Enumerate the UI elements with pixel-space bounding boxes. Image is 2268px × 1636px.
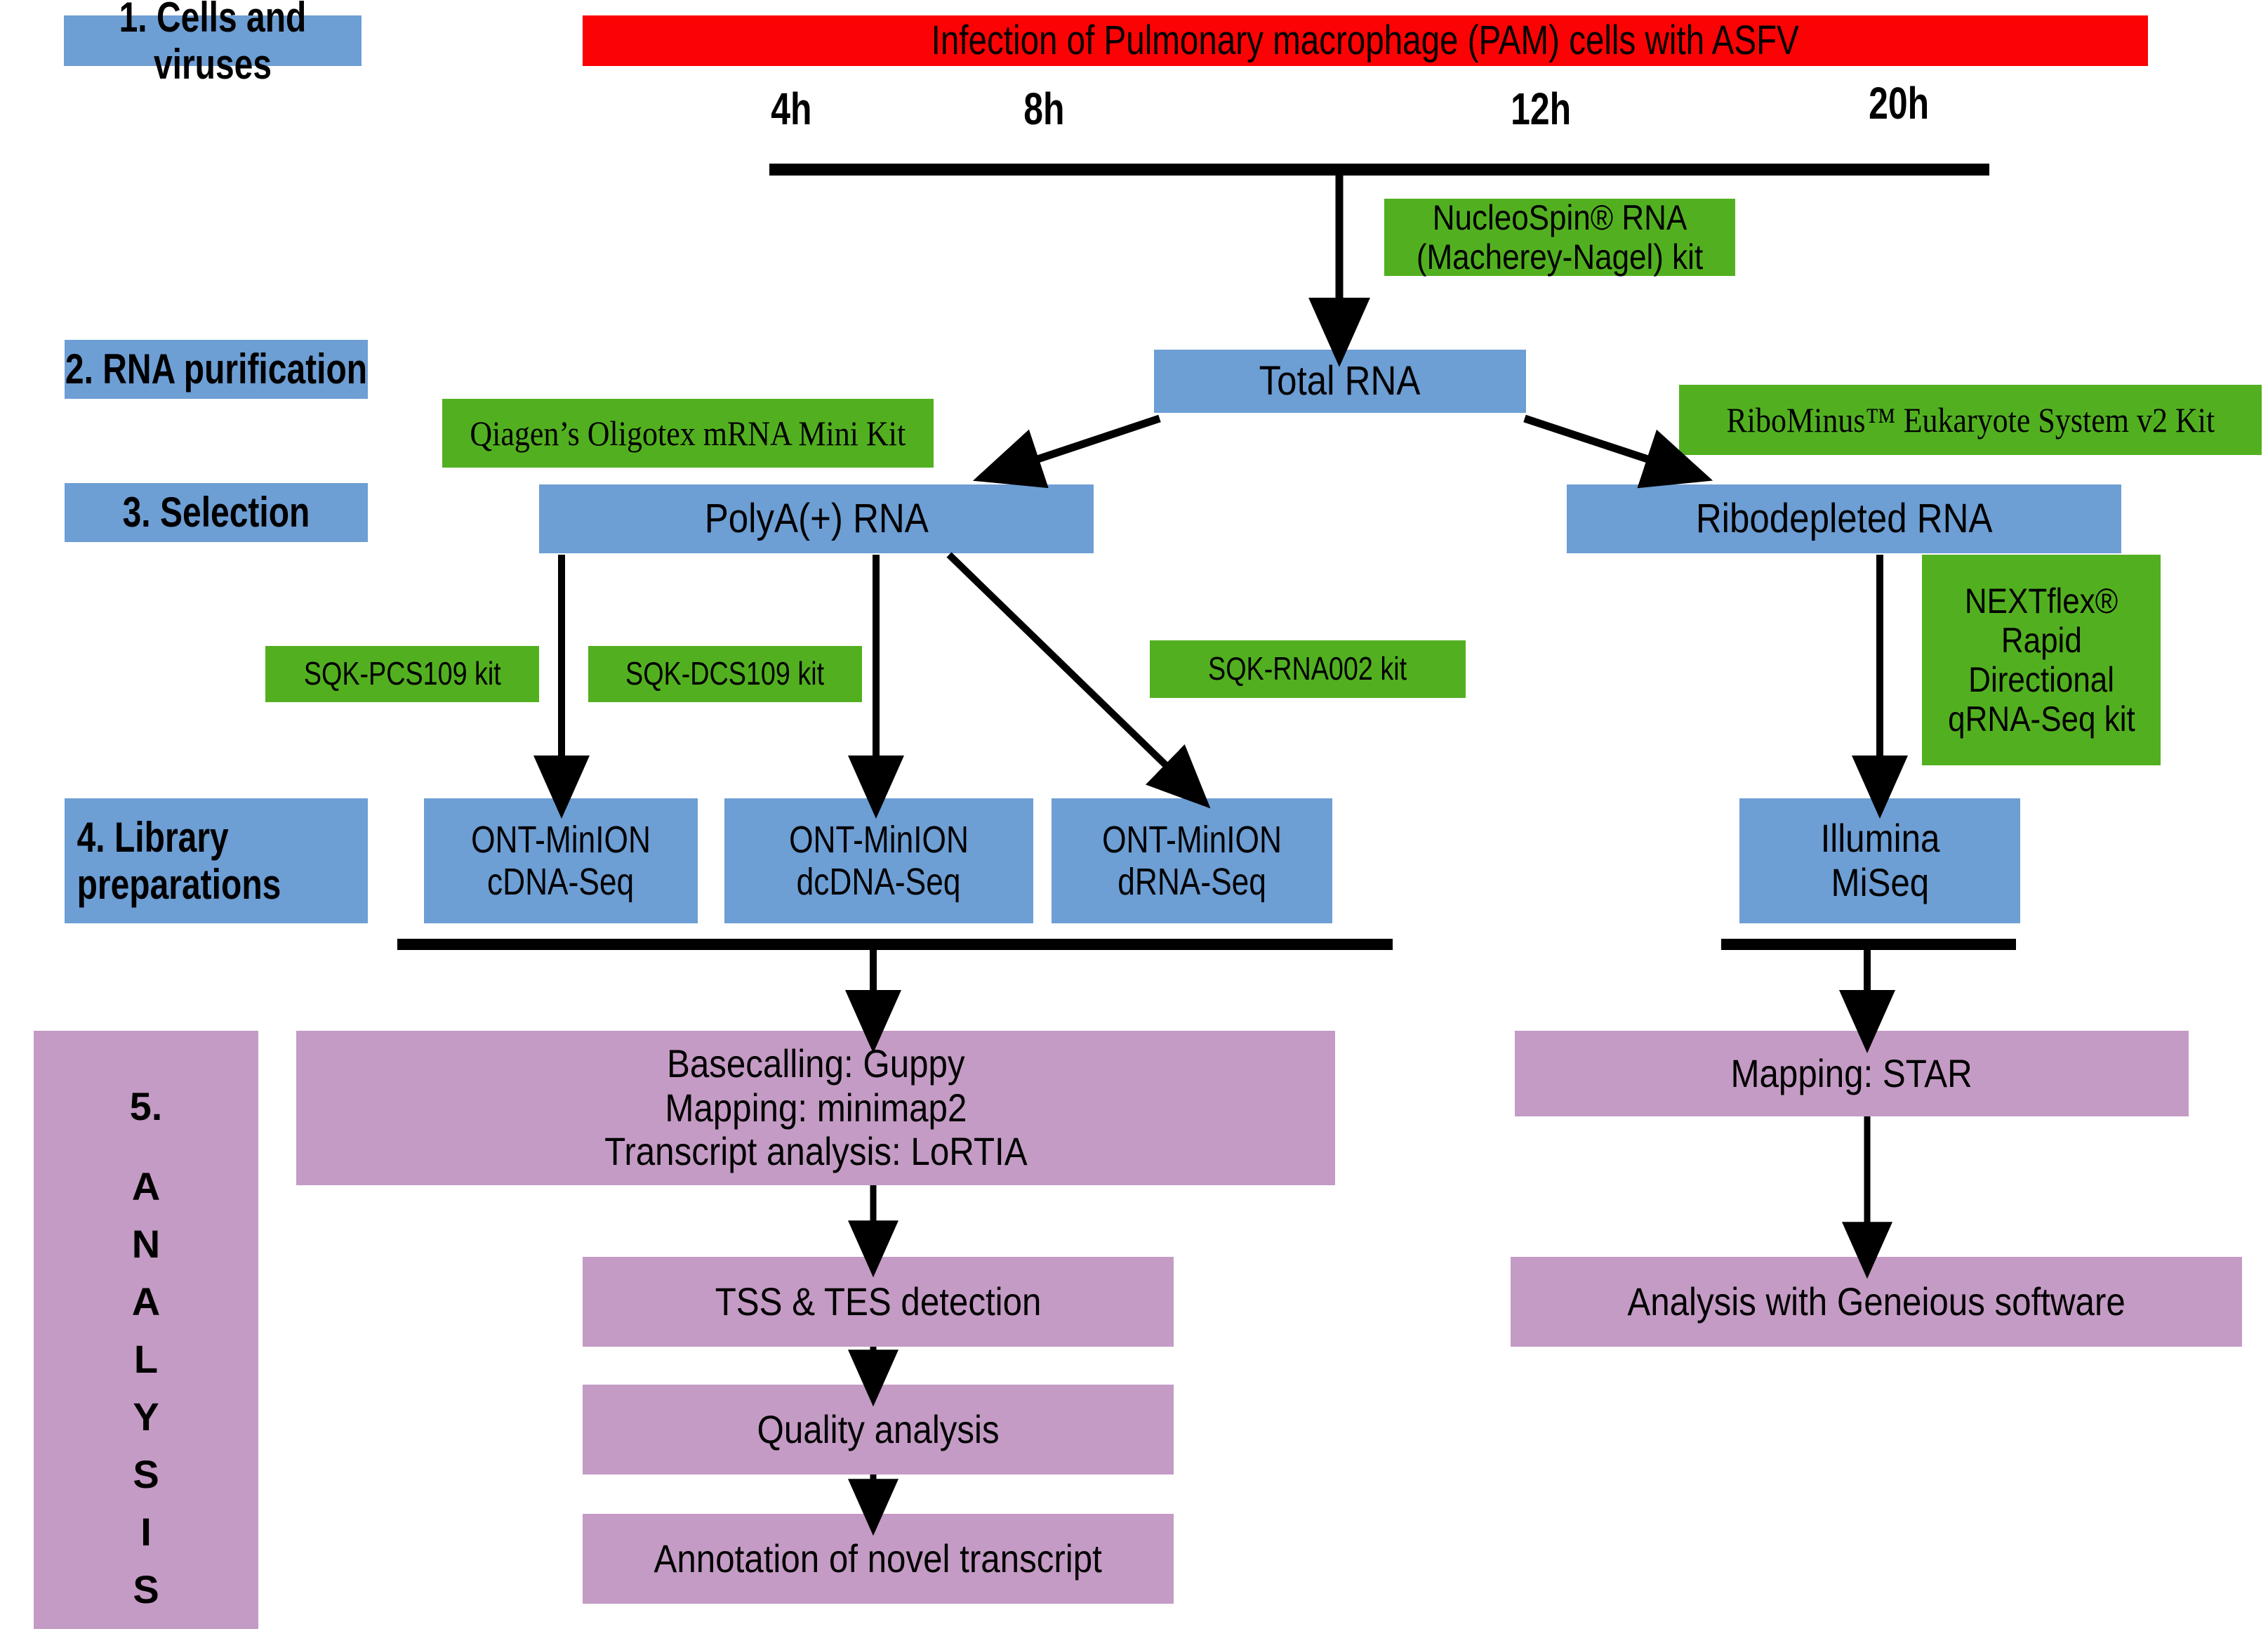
kit-nextflex-line2: Rapid xyxy=(2001,621,2082,660)
stage1-text: 1. Cells and viruses xyxy=(119,0,307,88)
analysis-tss-tes-text: TSS & TES detection xyxy=(715,1279,1042,1324)
timepoint-4h-text: 4h xyxy=(771,84,812,134)
library-illumina-miseq: Illumina MiSeq xyxy=(1739,798,2020,923)
kit-nucleospin: NucleoSpin® RNA (Macherey-Nagel) kit xyxy=(1384,198,1735,277)
sample-polya-rna: PolyA(+) RNA xyxy=(539,484,1094,553)
analysis-letter-l: L xyxy=(133,1337,159,1381)
library-illumina-line1: Illumina xyxy=(1820,816,1939,861)
library-illumina-line2: MiSeq xyxy=(1831,860,1929,904)
kit-qiagen-oligotex: Qiagen’s Oligotex mRNA Mini Kit xyxy=(442,399,934,468)
library-dcdna-line2: dcDNA-Seq xyxy=(797,861,961,903)
sample-total-rna-text: Total RNA xyxy=(1259,357,1421,404)
analysis-geneious: Analysis with Geneious software xyxy=(1511,1257,2242,1347)
library-drna-line1: ONT-MinION xyxy=(1102,818,1282,861)
kit-nextflex-line4: qRNA-Seq kit xyxy=(1947,699,2135,739)
analysis-quality-text: Quality analysis xyxy=(757,1406,1000,1451)
kit-sqk-rna002-text: SQK-RNA002 kit xyxy=(1208,650,1407,687)
timepoint-8h: 8h xyxy=(1023,83,1064,135)
kit-sqk-pcs109: SQK-PCS109 kit xyxy=(265,646,539,702)
kit-nextflex-line1: NEXTflex® xyxy=(1964,581,2118,621)
kit-nextflex-line3: Directional xyxy=(1968,660,2114,699)
timeline-bar xyxy=(769,164,1989,176)
kit-ribominus: RiboMinus™ Eukaryote System v2 Kit xyxy=(1679,385,2262,455)
stage-label-library-preparations: 4. Library preparations xyxy=(65,798,368,923)
library-ont-cdna-seq: ONT-MinION cDNA-Seq xyxy=(424,798,698,923)
timepoint-20h: 20h xyxy=(1869,77,1929,129)
analysis-pipeline-line2: Mapping: minimap2 xyxy=(664,1085,967,1130)
analysis-mapping-star: Mapping: STAR xyxy=(1515,1031,2189,1116)
library-cdna-line1: ONT-MinION xyxy=(471,818,651,861)
analysis-annotation-novel-transcript: Annotation of novel transcript xyxy=(583,1514,1174,1604)
library-ont-drna-seq: ONT-MinION dRNA-Seq xyxy=(1052,798,1332,923)
timepoint-12h-text: 12h xyxy=(1511,84,1572,134)
arrow-total-rna-to-polya xyxy=(972,414,1161,489)
ont-merge-bar xyxy=(397,939,1393,950)
stage2-text: 2. RNA purification xyxy=(65,345,368,393)
analysis-annotation-text: Annotation of novel transcript xyxy=(654,1536,1103,1581)
timepoint-4h: 4h xyxy=(771,83,811,135)
kit-nextflex: NEXTflex® Rapid Directional qRNA-Seq kit xyxy=(1922,555,2161,765)
kit-qiagen-text: Qiagen’s Oligotex mRNA Mini Kit xyxy=(470,414,906,453)
stage-label-cells-and-viruses: 1. Cells and viruses xyxy=(64,0,362,88)
kit-sqk-dcs109: SQK-DCS109 kit xyxy=(588,646,862,702)
analysis-geneious-text: Analysis with Geneious software xyxy=(1627,1279,2126,1324)
analysis-ont-pipeline: Basecalling: Guppy Mapping: minimap2 Tra… xyxy=(296,1031,1335,1185)
kit-nucleospin-line1: NucleoSpin® RNA xyxy=(1432,198,1687,237)
analysis-mapping-star-text: Mapping: STAR xyxy=(1730,1050,1973,1095)
kit-sqk-pcs109-text: SQK-PCS109 kit xyxy=(303,655,501,692)
analysis-letter-a2: A xyxy=(131,1279,161,1324)
analysis-pipeline-line3: Transcript analysis: LoRTIA xyxy=(604,1129,1028,1174)
timepoint-20h-text: 20h xyxy=(1869,78,1930,128)
analysis-letter-s2: S xyxy=(133,1567,159,1611)
analysis-pipeline-line1: Basecalling: Guppy xyxy=(666,1041,965,1086)
arrow-total-rna-to-ribodepleted xyxy=(1523,414,1713,489)
timepoint-8h-text: 8h xyxy=(1023,84,1065,134)
stage3-text: 3. Selection xyxy=(122,489,310,536)
stage4-line2: preparations xyxy=(77,861,281,908)
sample-ribodepleted-rna-text: Ribodepleted RNA xyxy=(1695,495,1993,541)
infection-banner: Infection of Pulmonary macrophage (PAM) … xyxy=(583,15,2148,66)
analysis-vertical-stack: 5. A N A L Y S I S xyxy=(130,1087,163,1609)
timepoint-12h: 12h xyxy=(1511,83,1571,135)
analysis-quality-analysis: Quality analysis xyxy=(583,1385,1174,1475)
analysis-number: 5. xyxy=(129,1084,163,1128)
stage-label-analysis: 5. A N A L Y S I S xyxy=(34,1031,258,1629)
analysis-tss-tes-detection: TSS & TES detection xyxy=(583,1257,1174,1347)
library-dcdna-line1: ONT-MinION xyxy=(789,818,969,861)
analysis-letter-i: I xyxy=(140,1510,152,1554)
analysis-letter-n1: N xyxy=(131,1222,161,1266)
analysis-letter-a1: A xyxy=(131,1164,161,1208)
sample-polya-rna-text: PolyA(+) RNA xyxy=(704,495,929,541)
stage-label-selection: 3. Selection xyxy=(65,483,368,542)
sample-total-rna: Total RNA xyxy=(1154,350,1526,413)
library-drna-line2: dRNA-Seq xyxy=(1118,861,1266,903)
kit-nucleospin-line2: (Macherey-Nagel) kit xyxy=(1416,237,1704,277)
analysis-letter-s1: S xyxy=(133,1452,159,1496)
illumina-merge-bar xyxy=(1721,939,2016,950)
analysis-letter-y: Y xyxy=(133,1394,159,1439)
library-cdna-line2: cDNA-Seq xyxy=(487,861,635,903)
sample-ribodepleted-rna: Ribodepleted RNA xyxy=(1567,484,2121,553)
stage4-line1: 4. Library xyxy=(77,813,229,861)
library-ont-dcdna-seq: ONT-MinION dcDNA-Seq xyxy=(724,798,1033,923)
infection-banner-text: Infection of Pulmonary macrophage (PAM) … xyxy=(931,17,1800,63)
kit-sqk-rna002: SQK-RNA002 kit xyxy=(1150,640,1466,698)
kit-sqk-dcs109-text: SQK-DCS109 kit xyxy=(625,655,825,692)
kit-ribominus-text: RiboMinus™ Eukaryote System v2 Kit xyxy=(1726,400,2215,440)
stage-label-rna-purification: 2. RNA purification xyxy=(65,340,368,399)
